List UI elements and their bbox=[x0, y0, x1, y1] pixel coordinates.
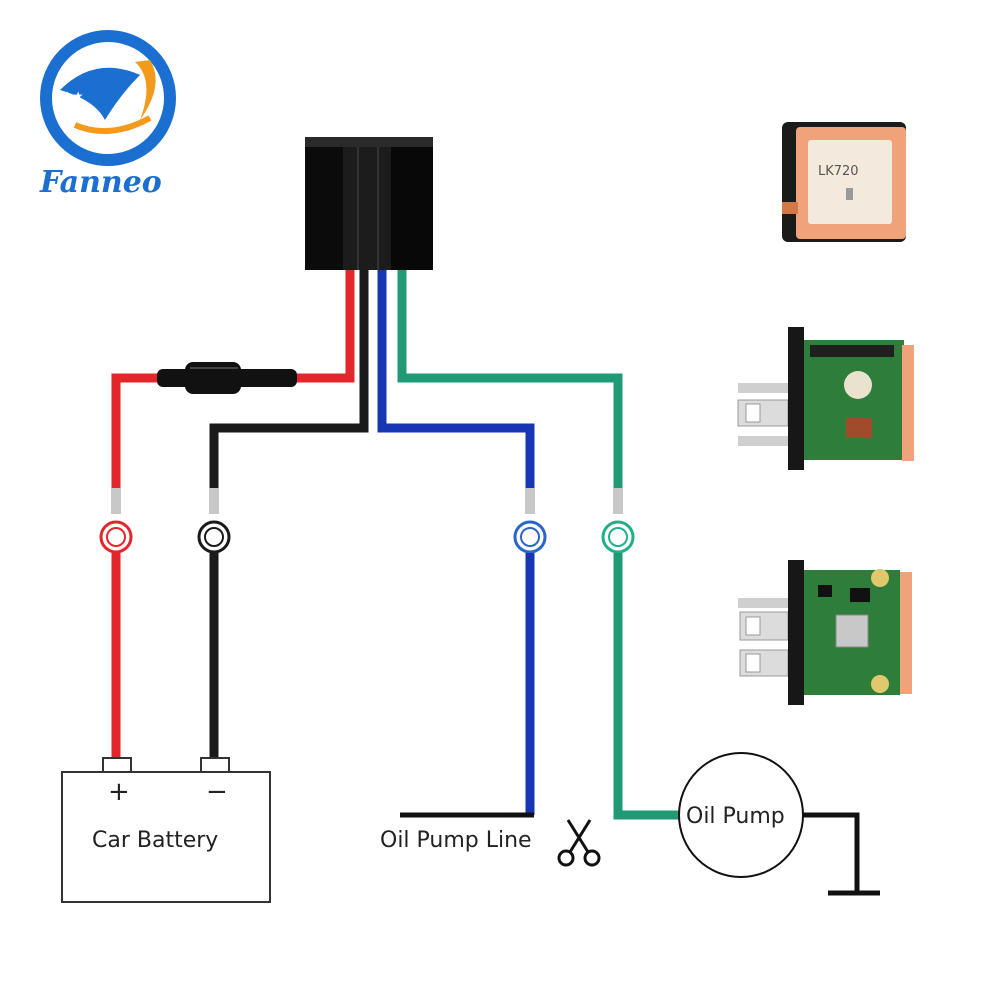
inline-fuse bbox=[157, 362, 297, 394]
relay-body-left bbox=[305, 137, 345, 270]
logo-ring bbox=[40, 30, 176, 166]
oil-pump-line-label: Oil Pump Line bbox=[380, 828, 532, 853]
blue-wire bbox=[377, 270, 535, 490]
brand-name: Fanneo bbox=[39, 165, 162, 200]
logo-bird-accent bbox=[135, 60, 156, 120]
gps-antenna-photo: LK720 bbox=[782, 122, 906, 242]
tracker-board-photo bbox=[737, 327, 914, 470]
red-wire bbox=[290, 270, 355, 383]
battery-minus-sign: − bbox=[206, 777, 228, 807]
gps-chip-label: LK720 bbox=[818, 164, 859, 179]
battery-body bbox=[61, 771, 271, 903]
ground-icon bbox=[803, 812, 880, 896]
oil-pump-label: Oil Pump bbox=[686, 804, 785, 829]
battery-plus-sign: + bbox=[108, 777, 130, 807]
scissors-icon bbox=[557, 819, 601, 867]
relay-body-mid bbox=[343, 137, 393, 270]
relay-top bbox=[305, 137, 433, 147]
logo-swoosh bbox=[73, 115, 152, 135]
ring-terminal-green bbox=[601, 520, 635, 554]
ring-terminal-black bbox=[197, 520, 231, 554]
red-wire bbox=[111, 373, 160, 490]
tracker-board-photo bbox=[738, 560, 912, 705]
relay-device bbox=[305, 137, 433, 270]
relay-body-right bbox=[391, 137, 433, 270]
logo-bird-wing bbox=[60, 67, 140, 120]
wire-tip bbox=[613, 488, 623, 514]
wire-tip bbox=[209, 488, 219, 514]
oil-pump: Oil Pump bbox=[678, 752, 804, 878]
car-battery: + − Car Battery bbox=[61, 757, 271, 903]
battery-terminal-minus bbox=[200, 757, 230, 773]
ring-terminal-blue bbox=[513, 520, 547, 554]
green-wire-lower bbox=[613, 553, 680, 820]
green-wire bbox=[397, 270, 623, 490]
black-wire bbox=[209, 270, 369, 490]
ring-terminal-red bbox=[99, 520, 133, 554]
wire-tip bbox=[111, 488, 121, 514]
brand-logo: ★★ Fanneo bbox=[39, 30, 176, 200]
battery-terminal-plus bbox=[102, 757, 132, 773]
fuse-body bbox=[185, 362, 241, 394]
logo-star: ★★ bbox=[62, 89, 84, 103]
wire-tip bbox=[525, 488, 535, 514]
battery-label: Car Battery bbox=[92, 828, 218, 853]
